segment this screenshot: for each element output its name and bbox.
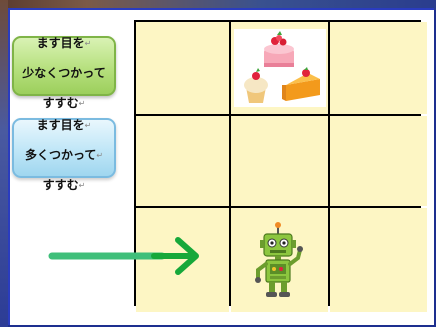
board-cell-r1-c1[interactable] [136,22,229,114]
fewer-squares-line-3: すすむ [42,96,79,110]
return-mark: ↵ [78,99,86,108]
fewer-squares-line-2: 少なくつかって [22,66,106,80]
robot-icon [254,222,303,297]
robot-player [231,208,328,312]
board-cell-r1-c3[interactable] [330,22,427,114]
return-mark: ↵ [84,121,92,130]
board-cell-r2-c2[interactable] [231,116,328,206]
board-cell-r2-c1[interactable] [136,116,229,206]
fewer-squares-button[interactable]: ます目を↵ 少なくつかって すすむ↵ [12,36,116,110]
board-cell-r2-c3[interactable] [330,116,427,206]
board-cell-r3-c2[interactable] [231,208,328,312]
fewer-squares-line-1: ます目を [36,36,85,50]
return-mark: ↵ [84,39,92,48]
more-squares-line-2: 多くつかって [24,148,97,162]
return-mark: ↵ [96,151,104,160]
goal-cakes [231,22,328,114]
more-squares-line-3: すすむ [42,178,79,192]
arrow-right-icon [48,237,199,275]
cake-icon [233,29,326,107]
board-cell-r3-c3[interactable] [330,208,427,312]
board-cell-r3-c1[interactable] [136,208,229,312]
background-strip-left [0,0,8,327]
game-board [134,20,427,312]
more-squares-line-1: ます目を [36,118,85,132]
board-cell-r1-c2[interactable] [231,22,328,114]
more-squares-button[interactable]: ます目を↵ 多くつかって↵ すすむ↵ [12,118,116,192]
background-strip-top [0,0,436,10]
return-mark: ↵ [78,181,86,190]
